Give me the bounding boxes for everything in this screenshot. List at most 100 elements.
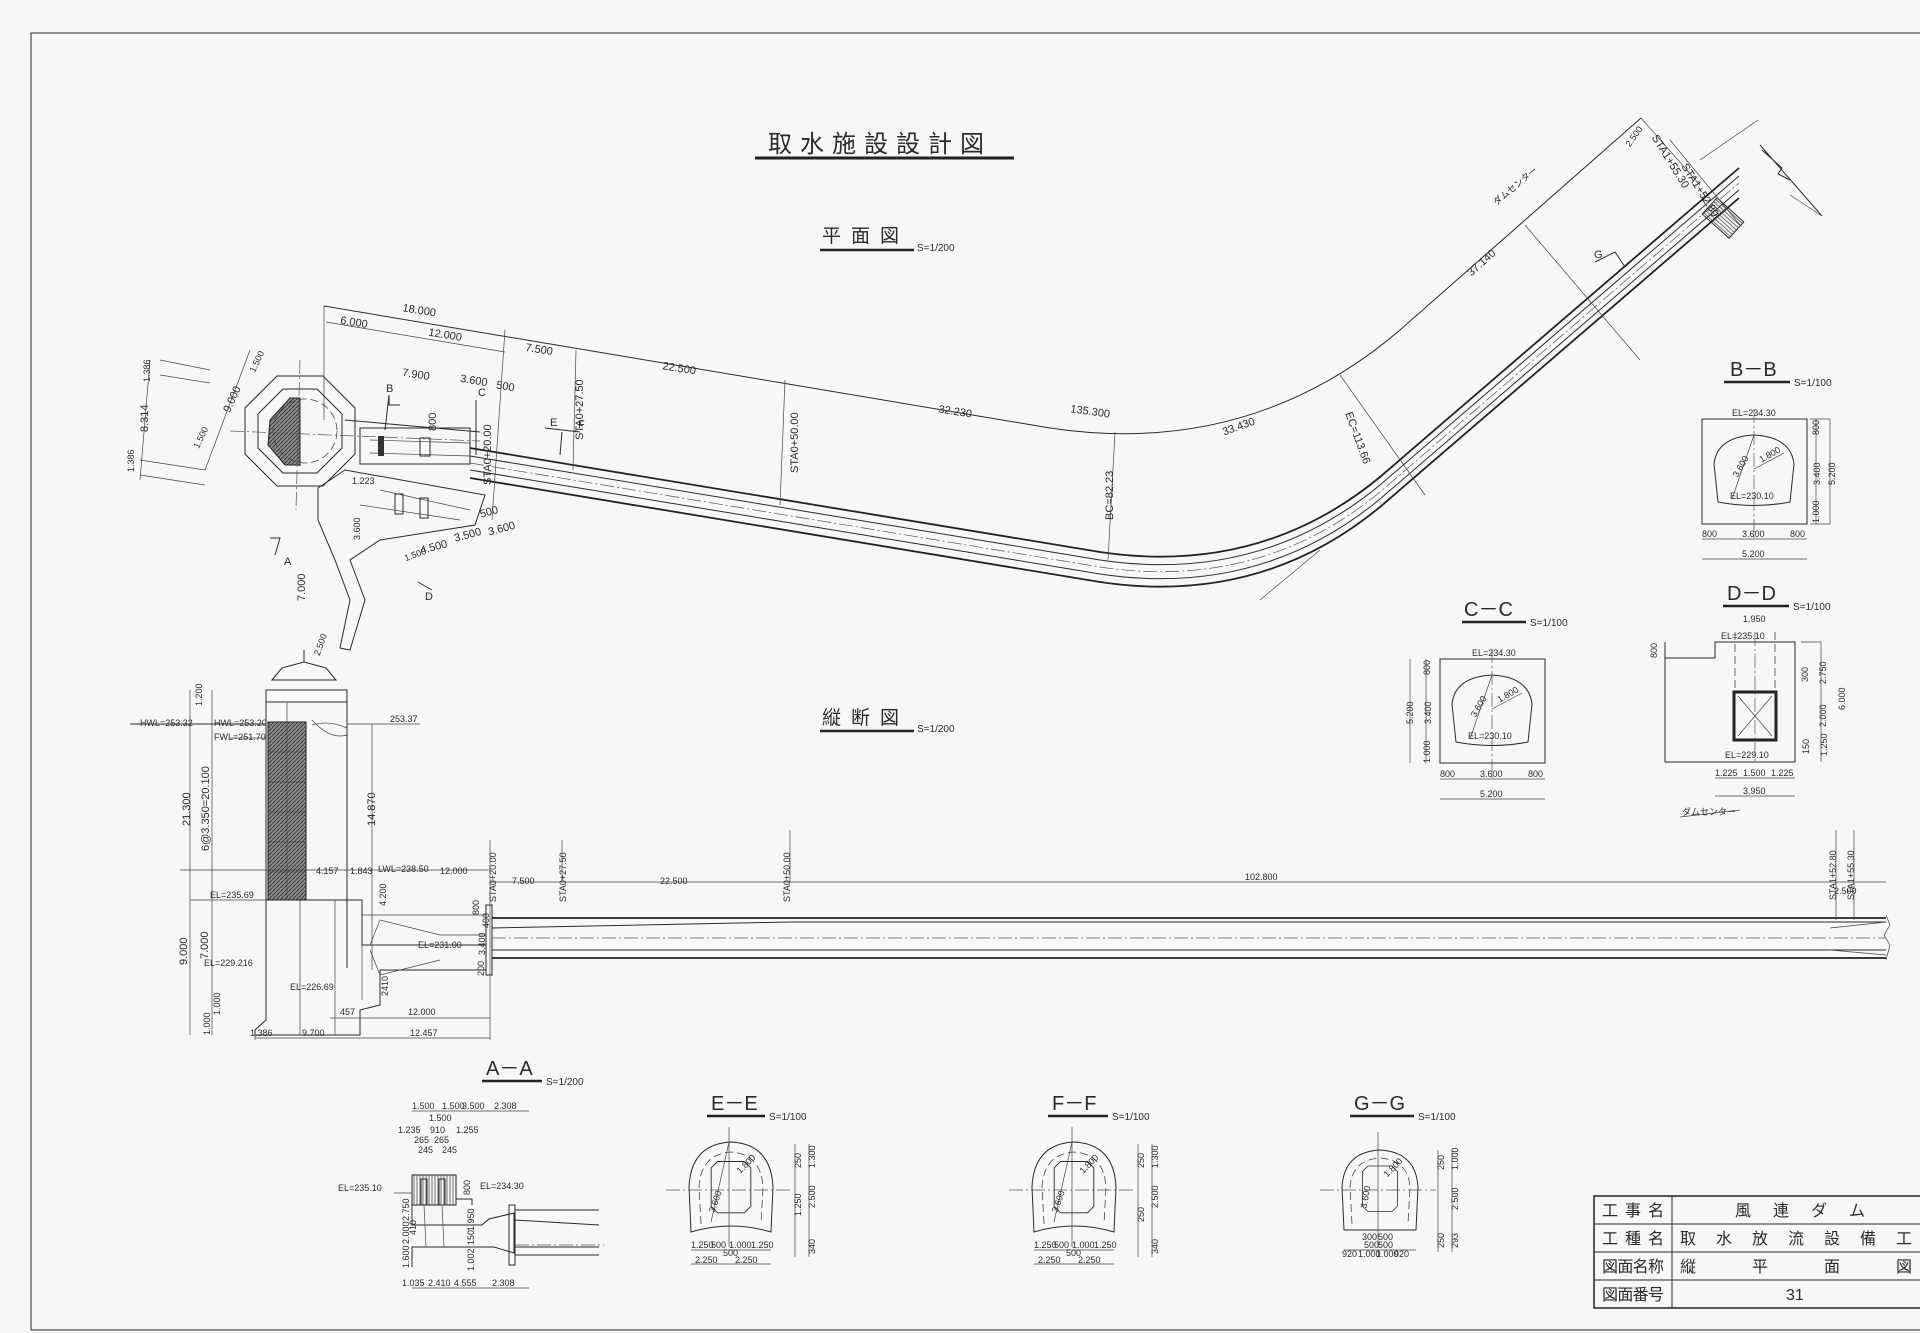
- dam-axis-reference-line: [323, 117, 1642, 435]
- dim-label: 7.500: [512, 876, 535, 886]
- elevation-label: EL=229.10: [1725, 750, 1769, 760]
- section-scale: S=1/100: [769, 1112, 807, 1123]
- elevation-label: EL=230.10: [1730, 491, 1774, 501]
- section-mark-b: B: [386, 383, 393, 395]
- dim-label: 1.386: [126, 449, 136, 472]
- plan-view: 平面図 S=1/200: [126, 117, 1823, 657]
- dim-label: 5.200: [1742, 549, 1765, 559]
- dim-label: 5.200: [1827, 462, 1837, 485]
- section-title: C－C: [1464, 599, 1513, 621]
- dim-label: 3.400: [1812, 462, 1822, 485]
- section-scale: S=1/100: [1794, 378, 1832, 389]
- dam-center-label: ダムセンター: [1491, 164, 1540, 208]
- dim-label: 150: [466, 1230, 476, 1245]
- dim-label: 1.500: [429, 1113, 452, 1123]
- station-label: STA0+27.50: [558, 852, 568, 902]
- station-label: STA1+55.30: [1846, 850, 1856, 900]
- tower-shaft-circle: [272, 398, 338, 464]
- dim-label: 245: [418, 1145, 433, 1155]
- section-mark-g: G: [1594, 249, 1603, 261]
- dim-label: 800: [427, 413, 439, 431]
- section-title: B－B: [1730, 359, 1777, 381]
- dim-label: 18.000: [402, 302, 437, 319]
- dim-label: 2.250: [1078, 1255, 1101, 1265]
- water-level-label: LWL=238.50: [378, 864, 429, 874]
- dim-label: 4.157: [316, 866, 339, 876]
- section-scale: S=1/100: [1418, 1112, 1456, 1123]
- dim-label: 1.035: [402, 1278, 425, 1288]
- dim-label: 3.600: [1469, 694, 1489, 719]
- dim-label: 2.250: [695, 1255, 718, 1265]
- water-level-label: FWL=251.70: [214, 732, 266, 742]
- dim-label: 245: [442, 1145, 457, 1155]
- dim-label: 920: [1342, 1249, 1357, 1259]
- elevation-label: EL=235.10: [1721, 631, 1765, 641]
- plan-view-title: 平面図: [822, 225, 909, 247]
- section-a-a: A－A S=1/200 1.500 1.500 3.500 2.308 1.50…: [338, 1058, 604, 1289]
- dim-label: 12.000: [428, 327, 463, 344]
- conduit-plan: [469, 167, 1740, 588]
- dim-label: 32.230: [938, 403, 973, 420]
- drawing-title: 取水施設設計図: [768, 130, 992, 158]
- dam-center-label: ダムセンター: [1682, 806, 1736, 818]
- dim-label: 135.300: [1070, 403, 1111, 420]
- elevation-label: EL=234.30: [1732, 408, 1776, 418]
- dim-label: 500: [479, 504, 500, 520]
- dim-label: 250: [1436, 1155, 1446, 1170]
- section-mark-c: C: [478, 387, 486, 399]
- dim-label: 800: [1702, 529, 1717, 539]
- dim-label: 500: [495, 380, 515, 395]
- section-c-c: C－C S=1/100 EL=234.30 3.600 1.800 EL=230…: [1405, 599, 1568, 800]
- section-title: D－D: [1727, 583, 1776, 605]
- elevation-label: EL=226.69: [290, 982, 334, 992]
- dim-label: 400: [481, 913, 491, 928]
- dim-label: 1.800: [1078, 1152, 1101, 1175]
- station-label: STA1+52.80: [1828, 850, 1838, 900]
- dim-label: 1.250: [1094, 1240, 1117, 1250]
- dim-label: 800: [462, 1180, 472, 1195]
- dim-label: 800: [1790, 529, 1805, 539]
- dim-label: 1.500: [412, 1101, 435, 1111]
- tower-base: [254, 900, 490, 1036]
- dim-label: 7.000: [199, 931, 211, 959]
- dim-label: 800: [1649, 643, 1659, 658]
- dim-label: 5.200: [1405, 701, 1415, 724]
- section-d-d: D－D S=1/100 1.950 EL=235.10 800 300 2.75…: [1649, 583, 1847, 797]
- elevation-label: EL=234.30: [1472, 648, 1516, 658]
- dim-label: 1.000: [729, 1240, 752, 1250]
- dim-label: 1.500: [403, 546, 428, 563]
- dim-label: 250: [1436, 1233, 1446, 1248]
- section-mark-f: F: [578, 419, 585, 431]
- dim-label: 1.200: [194, 683, 204, 706]
- elevation-label: EL=235.10: [338, 1183, 382, 1193]
- dim-label: 250: [1136, 1153, 1146, 1168]
- drawing-name: 縦平面図: [1680, 1257, 1912, 1276]
- section-title: F－F: [1052, 1093, 1096, 1115]
- section-scale: S=1/200: [546, 1077, 584, 1088]
- gate-block: [411, 1174, 457, 1206]
- dim-label: 1.000: [1450, 1147, 1460, 1170]
- water-level-label: HWL=253.32: [140, 718, 193, 728]
- dim-label: 300: [1362, 1232, 1377, 1242]
- dim-label: 150: [1801, 739, 1811, 754]
- elevation-label: EL=235.69: [210, 890, 254, 900]
- dim-label: 2.410: [428, 1278, 451, 1288]
- project-name: 風連ダム: [1735, 1201, 1865, 1220]
- intake-tower-inner: [257, 388, 343, 474]
- dim-label: 1.000: [1422, 740, 1432, 763]
- title-block: 工事名 工種名 図面名称 図面番号 風連ダム 取水放流設備工 縦平面図 31: [1593, 1195, 1920, 1309]
- dim-label: 9.000: [221, 384, 244, 414]
- dim-label: 12.000: [440, 866, 468, 876]
- dim-label: 1.600: [401, 1245, 411, 1268]
- dim-label: 2.250: [1038, 1255, 1061, 1265]
- dim-label: 2.500: [807, 1185, 817, 1208]
- title-block-label: 図面番号: [1602, 1285, 1664, 1304]
- dim-label: 2.500: [1450, 1187, 1460, 1210]
- dim-label: 457: [340, 1007, 355, 1017]
- dim-label: 1.800: [1758, 445, 1783, 465]
- outlet-branch: [317, 469, 486, 651]
- station-label: STA0+50.00: [789, 412, 801, 473]
- dim-label: 1.300: [1150, 1145, 1160, 1168]
- dim-label: 250: [793, 1153, 803, 1168]
